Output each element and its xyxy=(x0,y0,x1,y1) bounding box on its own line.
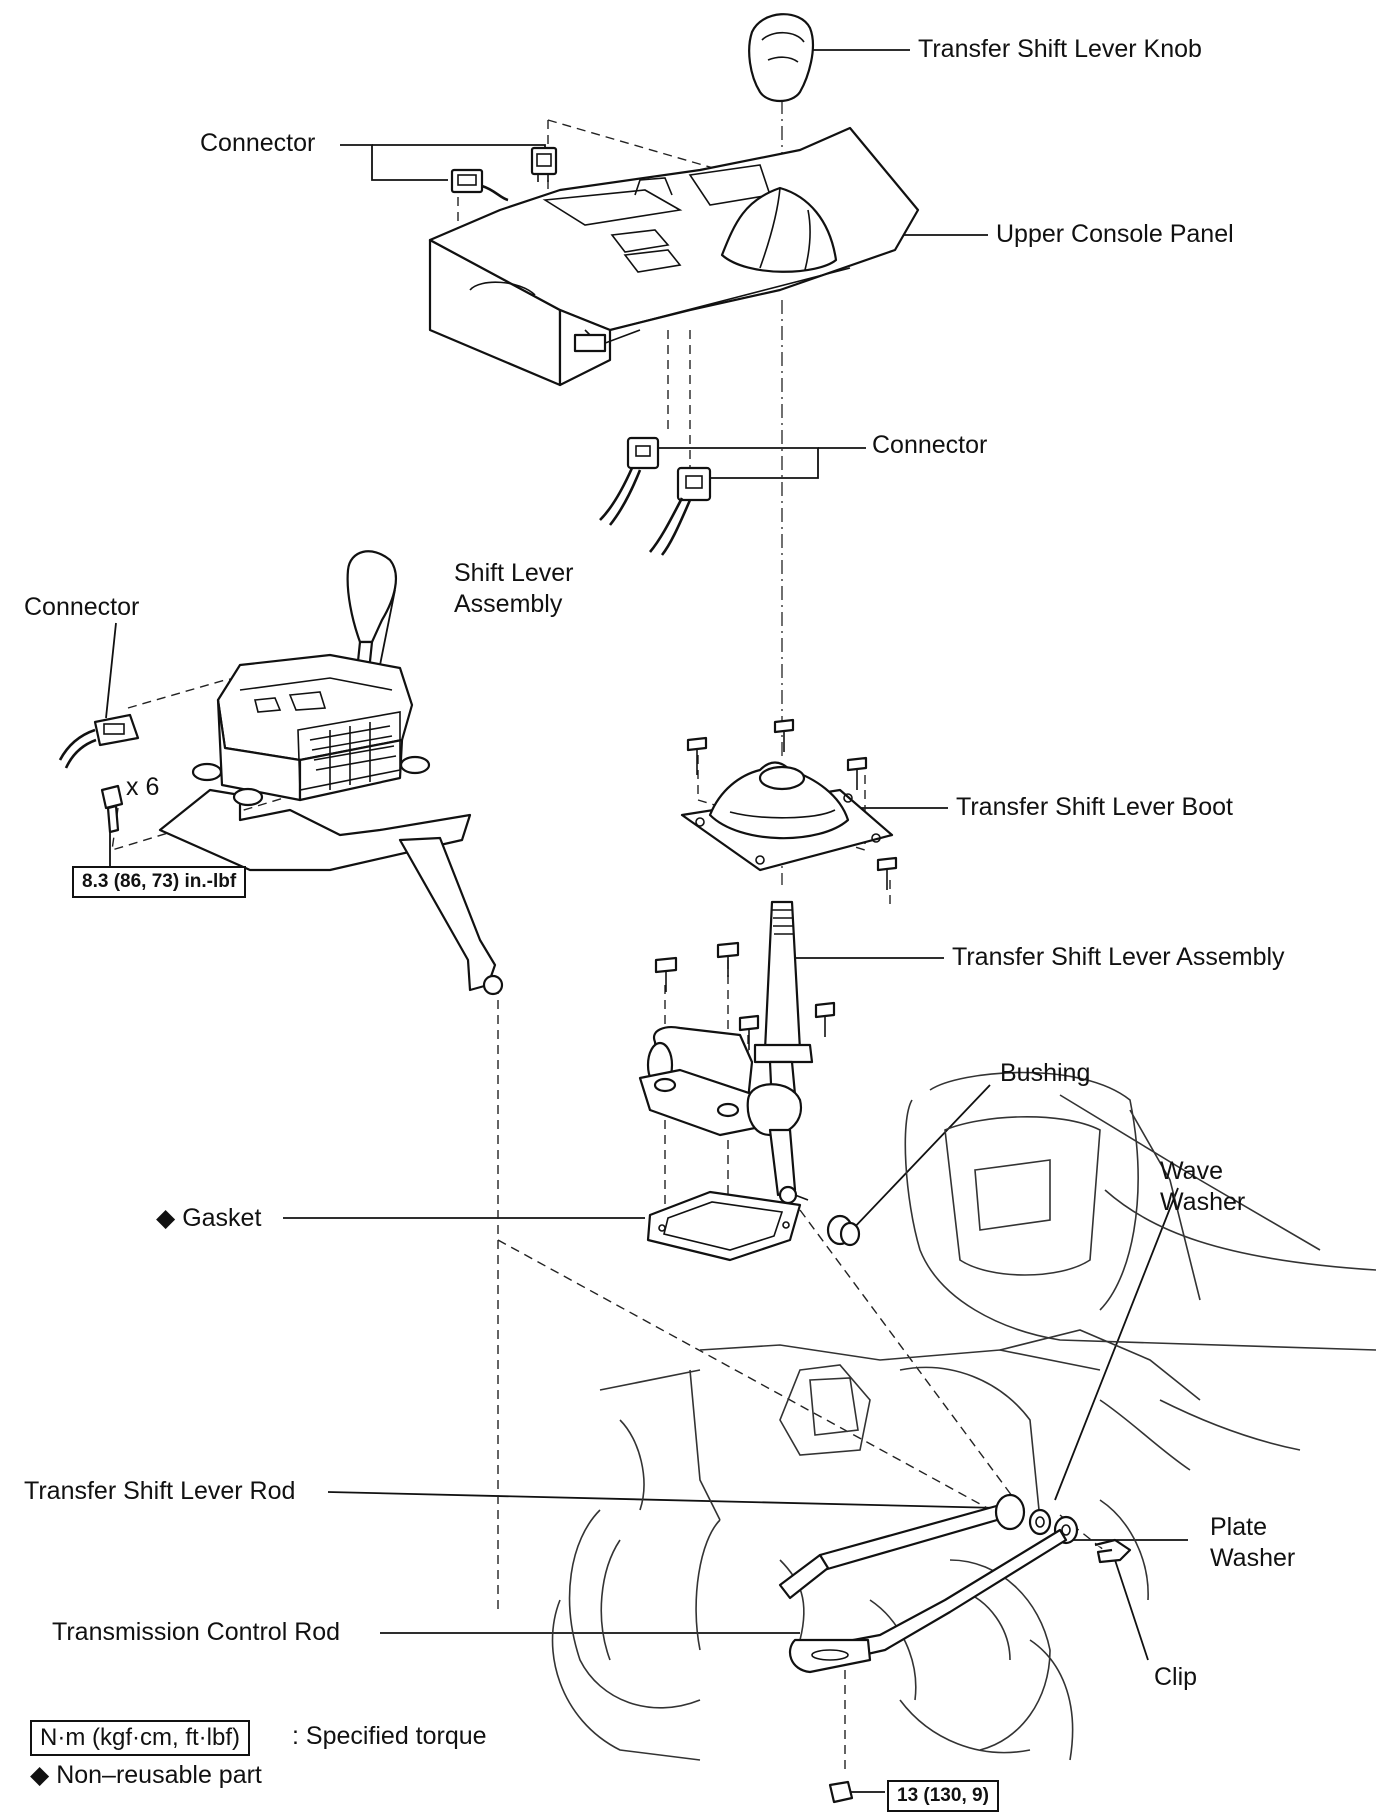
label-plate-washer: Plate Washer xyxy=(1210,1513,1296,1572)
transfer-shift-lever-knob xyxy=(748,13,814,103)
transmission-control-rod xyxy=(788,1528,1068,1674)
bushing xyxy=(826,1214,861,1247)
transfer-shift-lever-boot xyxy=(680,761,894,872)
label-connector-left: Connector xyxy=(24,593,140,621)
label-bolt-count: x 6 xyxy=(126,773,160,801)
legend-unit-desc: : Specified torque xyxy=(292,1722,487,1750)
label-transfer-shift-lever-knob: Transfer Shift Lever Knob xyxy=(918,35,1202,63)
vehicle-frame xyxy=(551,1071,1376,1761)
upper-console-panel xyxy=(428,126,920,387)
label-wave-washer: Wave Washer xyxy=(1160,1157,1246,1216)
clip xyxy=(1094,1538,1132,1564)
legend-unit-box: N·m (kgf·cm, ft·lbf) xyxy=(30,1720,250,1756)
label-bushing: Bushing xyxy=(1000,1059,1091,1087)
shift-lever-assembly xyxy=(158,550,504,996)
label-transmission-control-rod: Transmission Control Rod xyxy=(52,1618,341,1646)
legend-non-reusable: ◆ Non–reusable part xyxy=(30,1760,262,1791)
non-reusable-icon: ◆ xyxy=(30,1761,50,1789)
label-upper-console-panel: Upper Console Panel xyxy=(996,220,1234,248)
label-connector-top: Connector xyxy=(200,129,316,157)
boot-bolts xyxy=(686,718,898,890)
non-reusable-icon: ◆ xyxy=(156,1204,176,1232)
transfer-shift-lever-rod xyxy=(778,1493,1026,1600)
transfer-shift-lever-assembly xyxy=(638,900,814,1205)
label-connector-middle: Connector xyxy=(872,431,988,459)
label-gasket: ◆ Gasket xyxy=(156,1203,261,1234)
torque-shift-lever-bolts: 8.3 (86, 73) in.-lbf xyxy=(72,866,247,898)
connector-top-pair xyxy=(450,146,558,202)
label-transfer-shift-lever-assembly: Transfer Shift Lever Assembly xyxy=(952,943,1285,971)
gasket xyxy=(646,1190,802,1262)
transfer-lever-bolts xyxy=(654,941,836,1050)
leader-lines xyxy=(105,49,1188,1793)
label-transfer-shift-lever-boot: Transfer Shift Lever Boot xyxy=(956,793,1233,821)
connector-left xyxy=(58,713,140,769)
label-transfer-shift-lever-rod: Transfer Shift Lever Rod xyxy=(24,1477,296,1505)
torque-control-rod-nut: 13 (130, 9) xyxy=(887,1780,999,1812)
legend-non-reusable-text: Non–reusable part xyxy=(56,1761,262,1789)
shift-lever-bolt xyxy=(100,784,124,834)
control-rod-nut xyxy=(828,1780,854,1804)
label-clip: Clip xyxy=(1154,1663,1198,1691)
label-shift-lever-assembly: Shift Lever Assembly xyxy=(454,559,574,618)
connector-middle-pair xyxy=(599,436,712,556)
wave-washer xyxy=(1028,1508,1052,1536)
gasket-text: Gasket xyxy=(182,1204,262,1232)
